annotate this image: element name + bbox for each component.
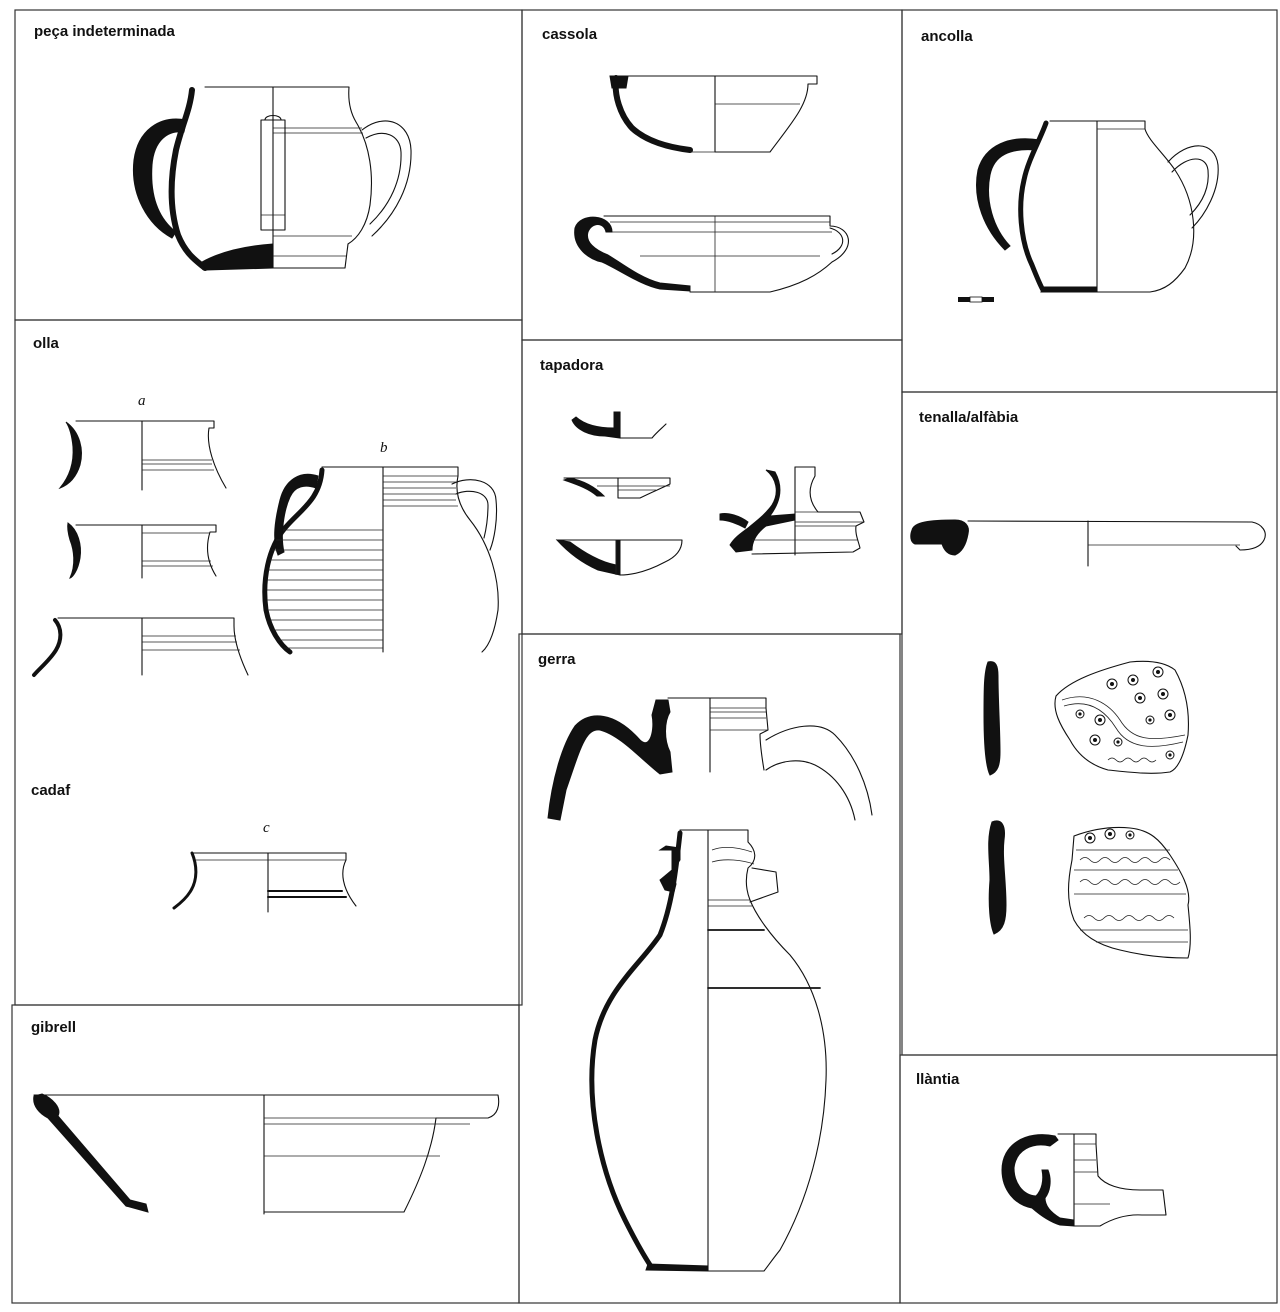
scale-bar-segment [958,297,970,302]
sub-label-a: a [138,393,146,409]
label-tapadora: tapadora [540,357,604,374]
drawing-gerra [547,697,873,1272]
label-olla: olla [33,335,59,352]
scale-bar-segment [969,296,983,303]
drawing-ancolla [958,120,1219,303]
label-cassola: cassola [542,26,598,43]
label-llantia: llàntia [916,1071,960,1088]
frame-gerra [518,633,901,1304]
sub-label-c: c [263,820,270,836]
label-gerra: gerra [538,651,576,668]
frame-tenalla [901,391,1278,1056]
drawing-tenalla-alfabia [910,519,1266,959]
drawing-llantia [1001,1133,1167,1227]
label-ancolla: ancolla [921,28,973,45]
ribbing-lines [267,475,458,649]
label-gibrell: gibrell [31,1019,76,1036]
frame-llantia [899,1054,1278,1304]
frame-ancolla [901,9,1278,393]
label-tenalla-alfabia: tenalla/alfàbia [919,409,1019,426]
drawing-tapadora [555,411,865,576]
frame-tapadora [521,339,903,635]
drawing-cadaf [172,851,357,913]
label-cadaf: cadaf [31,782,71,799]
sub-label-b: b [380,440,388,456]
panel-frames [11,9,1278,1304]
frame-cassola [521,9,903,341]
label-peca-indeterminada: peça indeterminada [34,23,176,40]
drawing-olla [32,420,499,677]
drawing-peca-indeterminada [132,86,412,271]
frame-peca-indeterminada [14,9,523,321]
drawing-cassola [574,75,849,293]
scale-bar-segment [982,297,994,302]
drawing-gibrell [33,1093,500,1215]
